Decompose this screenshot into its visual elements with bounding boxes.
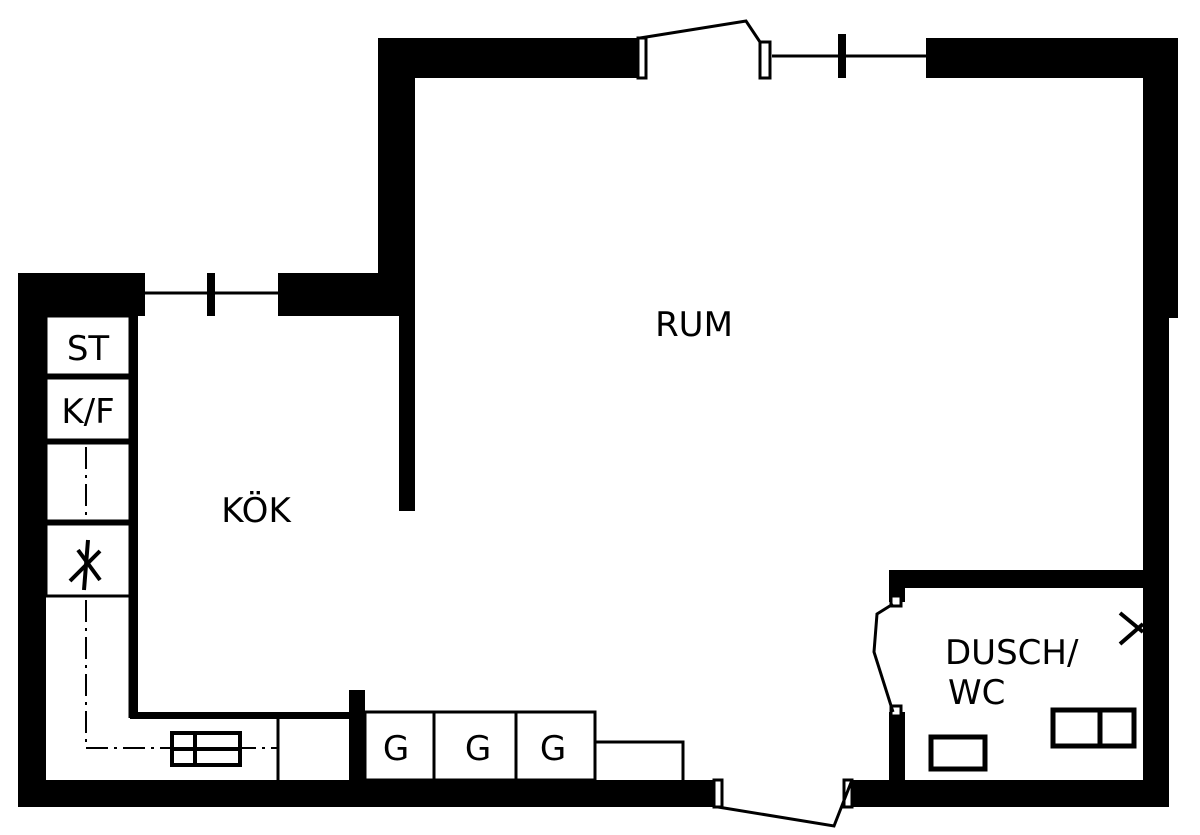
door-bath-swing xyxy=(872,602,895,713)
wall-bottom-left xyxy=(18,780,714,807)
window-kitchen-mullion xyxy=(207,273,215,316)
room-label-bath-1: DUSCH/ xyxy=(945,633,1079,673)
room-label-living: RUM xyxy=(655,305,733,345)
closet-label-1: G xyxy=(383,729,409,769)
door-top-jamb-right xyxy=(758,40,772,80)
wall-right-lower xyxy=(1143,318,1169,807)
wall-room-top-right xyxy=(926,38,1178,78)
wall-bath-top xyxy=(889,570,1169,588)
kitchen-counter xyxy=(44,314,278,749)
counter-box xyxy=(44,441,132,523)
radiator-icon xyxy=(170,731,242,767)
wall-room-top-left xyxy=(378,38,638,78)
door-bottom-swing xyxy=(717,779,854,828)
door-bath-jamb-bottom xyxy=(889,704,903,718)
outer-walls xyxy=(18,38,1178,807)
wall-bath-left-upper xyxy=(889,570,905,602)
toilet-icon xyxy=(928,734,988,772)
wall-kitchen-top-left xyxy=(18,273,145,316)
closet-3 xyxy=(514,710,597,782)
closet-label-3: G xyxy=(540,729,566,769)
closet-1 xyxy=(363,710,436,782)
dishwasher-icon xyxy=(68,539,102,591)
fridge-label: K/F xyxy=(61,392,114,432)
door-top-jamb-left xyxy=(636,36,648,80)
closets xyxy=(276,710,685,782)
room-label-bath-2: WC xyxy=(948,673,1005,713)
wall-bath-left-lower xyxy=(889,712,905,792)
washbasin-icon xyxy=(1050,707,1137,749)
door-bottom-jamb-left xyxy=(712,778,724,809)
closet-post xyxy=(349,690,365,785)
closet-2 xyxy=(432,710,518,782)
fridge-box xyxy=(44,376,132,442)
wall-kitchen-left xyxy=(18,273,46,807)
bath-fixtures xyxy=(928,707,1137,772)
door-top-swing xyxy=(639,19,762,43)
windows xyxy=(145,34,926,316)
closet-label-2: G xyxy=(465,729,491,769)
shelf-outline xyxy=(595,740,685,780)
window-room-mullion xyxy=(838,34,846,78)
stove-label: ST xyxy=(67,329,110,369)
stove-box xyxy=(44,314,132,377)
doors xyxy=(636,19,903,828)
wall-partition xyxy=(399,290,415,511)
wall-room-right xyxy=(1143,38,1178,318)
counter-edge xyxy=(130,310,138,718)
ventilation-icon xyxy=(1118,611,1145,646)
room-label-kitchen: KÖK xyxy=(221,490,292,531)
door-bath-jamb-top xyxy=(889,594,903,608)
wall-step xyxy=(378,38,415,316)
